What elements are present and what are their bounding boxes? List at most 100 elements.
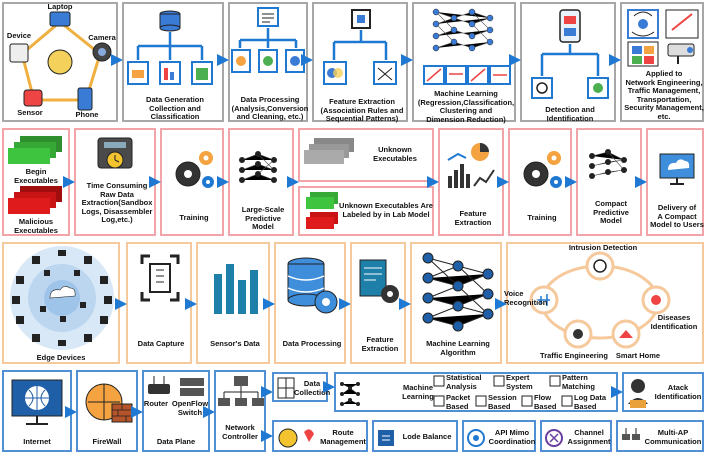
large-model-panel: Large-Scale Predictive Model: [228, 128, 294, 236]
feature-extraction-panel: Feature Extraction (Association Rules an…: [312, 2, 408, 123]
charts-icon: [447, 143, 495, 188]
unknown-executables-panel: Unknown Executables: [298, 128, 434, 182]
channel-label: Channel Assignment: [567, 428, 611, 446]
malicious-executables-label: Malicious Executables: [14, 217, 58, 235]
feature-extraction-panel-2: Feature Extraction: [438, 128, 504, 236]
router-switch-icon: [148, 376, 204, 396]
ml-algorithm-panel: Machine Learning Algorithm: [410, 242, 502, 364]
gears-icon: [175, 151, 214, 188]
neural-net-icon: [423, 8, 511, 85]
data-processing-label-3: Data Processing: [282, 339, 342, 348]
applied-panel: Applied to Network Engineering, Traffic …: [620, 2, 704, 122]
edge-devices-label: Edge Devices: [36, 353, 86, 362]
applied-label: Applied to Network Engineering, Traffic …: [624, 69, 704, 121]
laptop-label: Laptop: [47, 2, 73, 11]
multiap-icon: [622, 428, 640, 440]
labeled-executables-icon: [306, 192, 338, 229]
openflow-label: OpenFlow Switch: [171, 399, 209, 417]
router-label: Router: [143, 399, 169, 408]
attack-panel: Atack Identification: [622, 372, 704, 412]
executables-panel: Begin Executables Malicious Executables: [2, 128, 70, 236]
session-label: Session Based: [488, 393, 517, 411]
detection-panel: Detection and Identification: [520, 2, 616, 122]
controller-panel: Network Controller: [214, 370, 266, 452]
device-ring-icon: [9, 11, 112, 111]
data-plane-panel: Router OpenFlow Switch Data Plane: [142, 370, 210, 452]
phone-label: Phone: [75, 110, 99, 119]
bar-chart-icon: [214, 264, 258, 314]
applications-icon: [627, 9, 699, 67]
hacker-icon: [628, 379, 648, 408]
firewall-panel: FireWall: [76, 370, 138, 452]
controller-network-icon: [218, 376, 264, 406]
raw-extraction-panel: Time Consuming Raw Data Extraction(Sandb…: [74, 128, 156, 236]
collection-panel: Data Collection: [272, 372, 331, 402]
database-tree-icon: [127, 10, 213, 85]
controller-label: Network Controller: [222, 423, 258, 441]
network-model-icon: [239, 151, 277, 183]
device-label: Device: [6, 31, 32, 40]
edge-network-icon: [10, 246, 114, 350]
data-plane-label: Data Plane: [156, 437, 196, 446]
gears-icon-2: [523, 151, 562, 188]
api-label: API Mimo Coordination: [488, 428, 536, 446]
feature-extraction-panel-3: Feature Extraction: [350, 242, 406, 364]
logdata-label: Log Data Based: [574, 393, 607, 411]
chip-tree-icon: [323, 9, 397, 85]
firewall-icon: [85, 383, 133, 423]
applications-ring-panel: Intrusion Detection Voice Recognition Di…: [504, 242, 704, 364]
intrusion-label: Intrusion Detection: [568, 243, 638, 252]
multiap-label: Multi-AP Communication: [644, 428, 702, 446]
applications-ring-icon: [529, 251, 671, 349]
collection-label: Data Collection: [294, 379, 331, 397]
document-gear-icon: [359, 259, 399, 303]
pattern-label: Pattern Matching: [562, 373, 595, 391]
feature-extraction-label-2: Feature Extraction: [454, 209, 492, 227]
lode-panel: Lode Balance: [372, 420, 458, 452]
unknown-executables-label: Unknown Executables: [373, 145, 417, 163]
attack-label: Atack Identification: [654, 383, 702, 401]
training-panel-1: Training: [160, 128, 224, 236]
sensors-data-panel: Sensor's Data: [196, 242, 270, 364]
feature-extraction-label: Feature Extraction (Association Rules an…: [320, 97, 404, 123]
machine-learning-label: Machine Learning (Regression,Classificat…: [417, 89, 515, 124]
data-generation-label: Data Generation Collection and Classific…: [146, 95, 204, 121]
statistical-label: Statistical Analysis: [446, 373, 482, 391]
smart-home-label: Smart Home: [615, 351, 661, 360]
detection-tree-icon: [531, 9, 609, 99]
internet-label: Internet: [23, 437, 51, 446]
traffic-label: Traffic Engineering: [540, 351, 608, 360]
collection-icon: [277, 377, 295, 399]
raw-extraction-label: Time Consuming Raw Data Extraction(Sandb…: [81, 181, 153, 224]
channel-panel: Channel Assignment: [540, 420, 612, 452]
compact-model-icon: [589, 149, 627, 179]
data-capture-panel: Data Capture: [126, 242, 192, 364]
multiap-panel: Multi-AP Communication: [616, 420, 704, 452]
route-label: Route Management: [320, 428, 366, 446]
ml-methods-panel: Machine Learning Statistical Analysis Ex…: [334, 372, 618, 412]
delivery-label: Delivery of A Compact Model to Users: [650, 203, 704, 229]
lode-icon: [378, 430, 394, 446]
clock-printer-icon: [97, 137, 133, 169]
delivery-panel: Delivery of A Compact Model to Users: [646, 128, 704, 236]
training-panel-2: Training: [508, 128, 572, 236]
devices-panel: Laptop Device Camera Sensor Phone: [2, 2, 118, 122]
compact-model-panel: Compact Predictive Model: [576, 128, 642, 236]
route-icon: [278, 428, 314, 448]
data-generation-panel: Data Generation Collection and Classific…: [122, 2, 224, 122]
database-gear-icon: [287, 257, 338, 314]
feature-extraction-label-3: Feature Extraction: [361, 335, 399, 353]
training-label-1: Training: [179, 213, 209, 222]
processing-tree-icon: [231, 7, 305, 73]
ml-network-icon: [422, 252, 494, 332]
lode-label: Lode Balance: [402, 432, 452, 441]
diseases-label: Diseases Identification: [650, 313, 698, 331]
ml-algorithm-label: Machine Learning Algorithm: [426, 339, 490, 357]
data-processing-panel: Data Processing (Analysis,Conversion and…: [228, 2, 308, 122]
unknown-executables-icon: [304, 138, 354, 164]
api-icon: [467, 429, 485, 447]
sensor-label: Sensor: [17, 108, 43, 117]
camera-label: Camera: [88, 33, 116, 42]
begin-executables-label: Begin Executables: [14, 167, 58, 185]
data-capture-label: Data Capture: [137, 339, 185, 348]
